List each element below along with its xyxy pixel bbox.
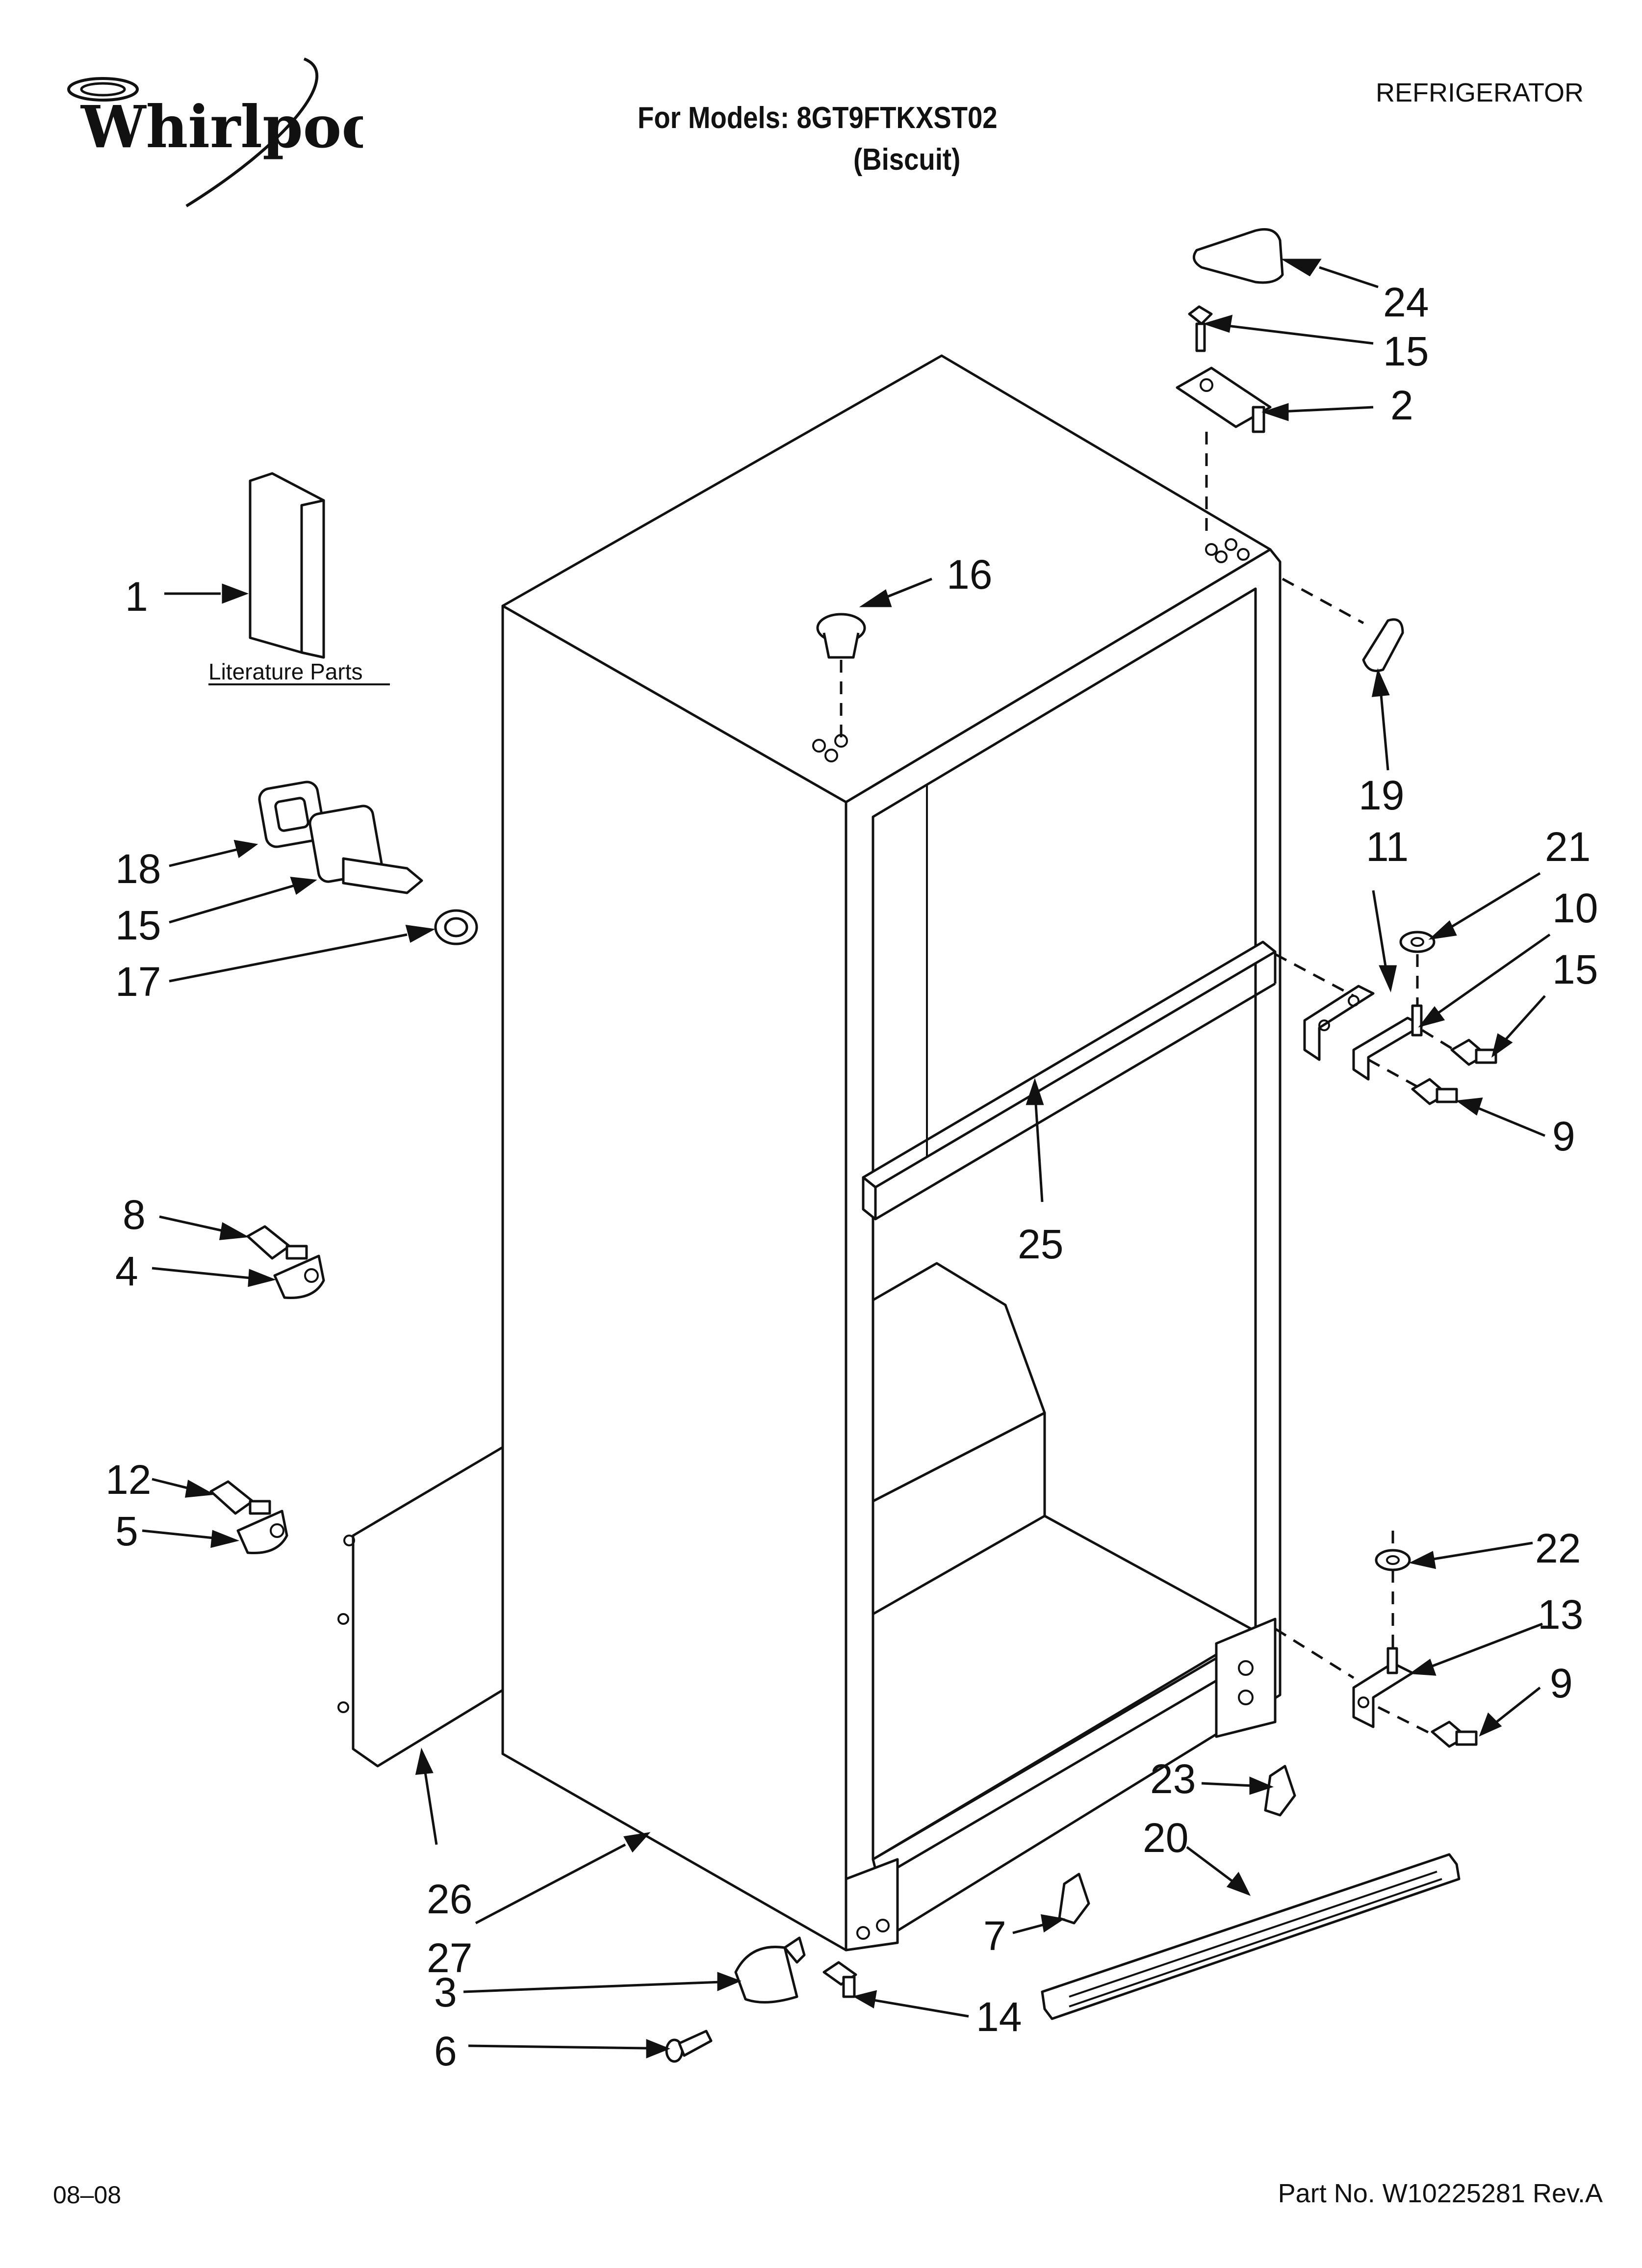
rear-access-panel	[337, 1446, 504, 1768]
callout-10: 10	[1552, 885, 1598, 931]
callout-2: 2	[1390, 382, 1413, 428]
center-hinge-assembly	[1303, 931, 1497, 1105]
callout-5: 5	[115, 1508, 138, 1554]
callout-15: 15	[1383, 328, 1429, 374]
top-hinge-part	[1176, 366, 1272, 433]
leveler-roller-part	[734, 1936, 806, 2004]
callout-19: 19	[1359, 772, 1404, 818]
leader-lines	[142, 259, 1551, 2059]
fitting-assembly-part	[258, 781, 478, 945]
clamp-part-upper	[246, 1225, 325, 1300]
callout-numbers: 24 15 2 16 1 19 11 21 10 15 9 18 15 17 2…	[105, 279, 1598, 2074]
revision-date: 08–08	[53, 2181, 122, 2209]
callout-3: 3	[434, 1969, 457, 2015]
callout-8: 8	[123, 1192, 146, 1238]
base-grille-part	[1041, 1853, 1461, 2020]
callout-26: 26	[427, 1876, 472, 1922]
callout-27: 27	[427, 1935, 472, 1981]
screw-part	[1188, 305, 1213, 352]
callout-18: 18	[115, 846, 161, 892]
whirlpool-logo: Whirlpool	[59, 54, 402, 218]
hinge-cover-part	[1192, 228, 1284, 284]
callout-9-lower: 9	[1550, 1660, 1573, 1706]
callout-12: 12	[105, 1457, 151, 1503]
leveler-pin-part	[665, 2030, 713, 2063]
literature-parts-booklet	[249, 472, 325, 659]
grille-clip-upper	[1264, 1765, 1296, 1817]
callout-23: 23	[1150, 1756, 1196, 1802]
callout-13: 13	[1538, 1591, 1583, 1638]
callout-20: 20	[1143, 1815, 1188, 1861]
part-number: Part No. W10225281 Rev.A	[1278, 2179, 1603, 2208]
callout-21: 21	[1545, 824, 1591, 870]
whirlpool-swirl-icon: Whirlpool	[67, 57, 402, 208]
callout-16: 16	[947, 551, 992, 598]
callout-11: 11	[1366, 824, 1409, 870]
callout-14: 14	[976, 1994, 1022, 2040]
callout-24: 24	[1383, 279, 1429, 325]
clamp-part-lower	[209, 1480, 288, 1555]
callout-1: 1	[125, 574, 148, 620]
callout-7: 7	[983, 1913, 1006, 1959]
grille-clip-lower	[1058, 1873, 1090, 1925]
appliance-category: REFRIGERATOR	[1376, 78, 1584, 107]
model-title: For Models: 8GT9FTKXST02	[638, 101, 998, 135]
callout-9: 9	[1552, 1113, 1575, 1159]
callout-15-right: 15	[1552, 946, 1598, 992]
callout-4: 4	[115, 1248, 138, 1294]
literature-parts-label: Literature Parts	[208, 659, 362, 684]
callout-6: 6	[434, 2028, 457, 2074]
callout-17: 17	[115, 959, 161, 1005]
door-stop-part	[1362, 618, 1404, 672]
callout-25: 25	[1018, 1221, 1063, 1267]
bottom-hinge-assembly	[1352, 1549, 1478, 1748]
callout-22: 22	[1535, 1525, 1581, 1571]
leveler-screw-part	[822, 1961, 857, 1998]
refrigerator-cabinet	[501, 354, 1282, 1952]
svg-text:Whirlpool: Whirlpool	[80, 93, 363, 161]
callout-15-left: 15	[115, 902, 161, 948]
model-color: (Biscuit)	[853, 143, 961, 177]
plug-button-part	[816, 613, 866, 659]
